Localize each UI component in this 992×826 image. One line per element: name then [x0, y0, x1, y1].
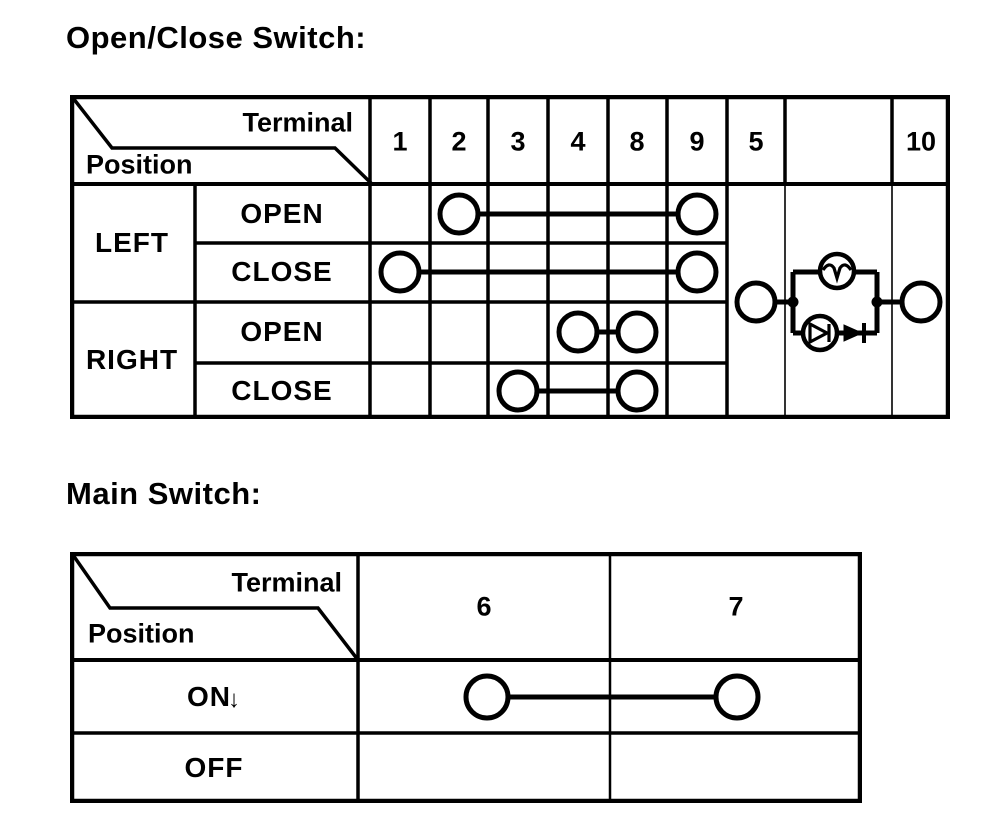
table-outer-border — [70, 95, 950, 419]
row-label-left-open: OPEN — [240, 198, 324, 229]
continuity-left-open — [437, 192, 719, 236]
contact-circle-terminal-7 — [713, 673, 761, 721]
open-close-switch-title: Open/Close Switch: — [66, 20, 367, 55]
contact-circle-terminal-4 — [556, 310, 600, 354]
continuity-right-open — [556, 310, 659, 354]
main-switch-title: Main Switch: — [66, 476, 262, 511]
terminal-header-5: 5 — [748, 126, 764, 157]
main-switch-table-grid — [70, 552, 862, 803]
contact-circle-terminal-8 — [615, 369, 659, 413]
corner-position-label: Position — [88, 618, 195, 649]
terminal-header-6: 6 — [476, 591, 492, 622]
corner-diagonal-divider — [71, 553, 360, 662]
terminal-header-1: 1 — [392, 126, 408, 157]
corner-terminal-label: Terminal — [231, 567, 342, 598]
circled-diode-icon — [800, 313, 840, 353]
main-switch-table: Terminal Position 6 7 ON↓ OFF — [70, 552, 862, 803]
terminal-header-2: 2 — [451, 126, 467, 157]
contact-circle-terminal-2 — [437, 192, 481, 236]
junction-dot — [871, 296, 883, 308]
contact-circle-terminal-9 — [675, 250, 719, 294]
contact-circle-terminal-10 — [899, 280, 943, 324]
contact-circle-terminal-6 — [463, 673, 511, 721]
terminal-header-3: 3 — [510, 126, 526, 157]
table-outer-border — [70, 552, 862, 803]
continuity-on — [463, 673, 761, 721]
row-label-off: OFF — [184, 752, 244, 783]
terminal-header-7: 7 — [728, 591, 744, 622]
diode-icon — [843, 323, 866, 343]
on-text: ON — [187, 681, 231, 712]
open-close-table-grid — [70, 95, 950, 419]
terminal-header-9: 9 — [689, 126, 705, 157]
group-label-left: LEFT — [95, 227, 169, 258]
contact-circle-terminal-5 — [734, 280, 778, 324]
terminal-header-8: 8 — [629, 126, 645, 157]
corner-position-label: Position — [86, 149, 193, 180]
row-label-right-open: OPEN — [240, 316, 324, 347]
group-label-right: RIGHT — [85, 344, 179, 375]
terminal-header-4: 4 — [570, 126, 586, 157]
junction-dot — [787, 296, 799, 308]
contact-circle-terminal-1 — [378, 250, 422, 294]
contact-circle-terminal-8 — [615, 310, 659, 354]
corner-terminal-label: Terminal — [242, 107, 353, 138]
contact-circle-terminal-3 — [496, 369, 540, 413]
continuity-right-close — [496, 369, 659, 413]
row-label-left-close: CLOSE — [231, 256, 333, 287]
contact-circle-terminal-9 — [675, 192, 719, 236]
corner-diagonal-divider — [71, 96, 374, 186]
terminal-header-10: 10 — [905, 126, 937, 157]
continuity-left-close — [378, 250, 719, 294]
illumination-bulb-icon — [817, 251, 857, 291]
row-label-right-close: CLOSE — [231, 375, 333, 406]
open-close-switch-table: Terminal Position 1 2 3 4 8 9 5 10 LEFT … — [70, 95, 950, 419]
column-lines — [356, 554, 612, 801]
illumination-circuit — [734, 251, 943, 353]
row-label-on: ON↓ — [187, 681, 241, 713]
down-arrow-icon: ↓ — [228, 686, 241, 713]
row-lines — [70, 241, 727, 365]
